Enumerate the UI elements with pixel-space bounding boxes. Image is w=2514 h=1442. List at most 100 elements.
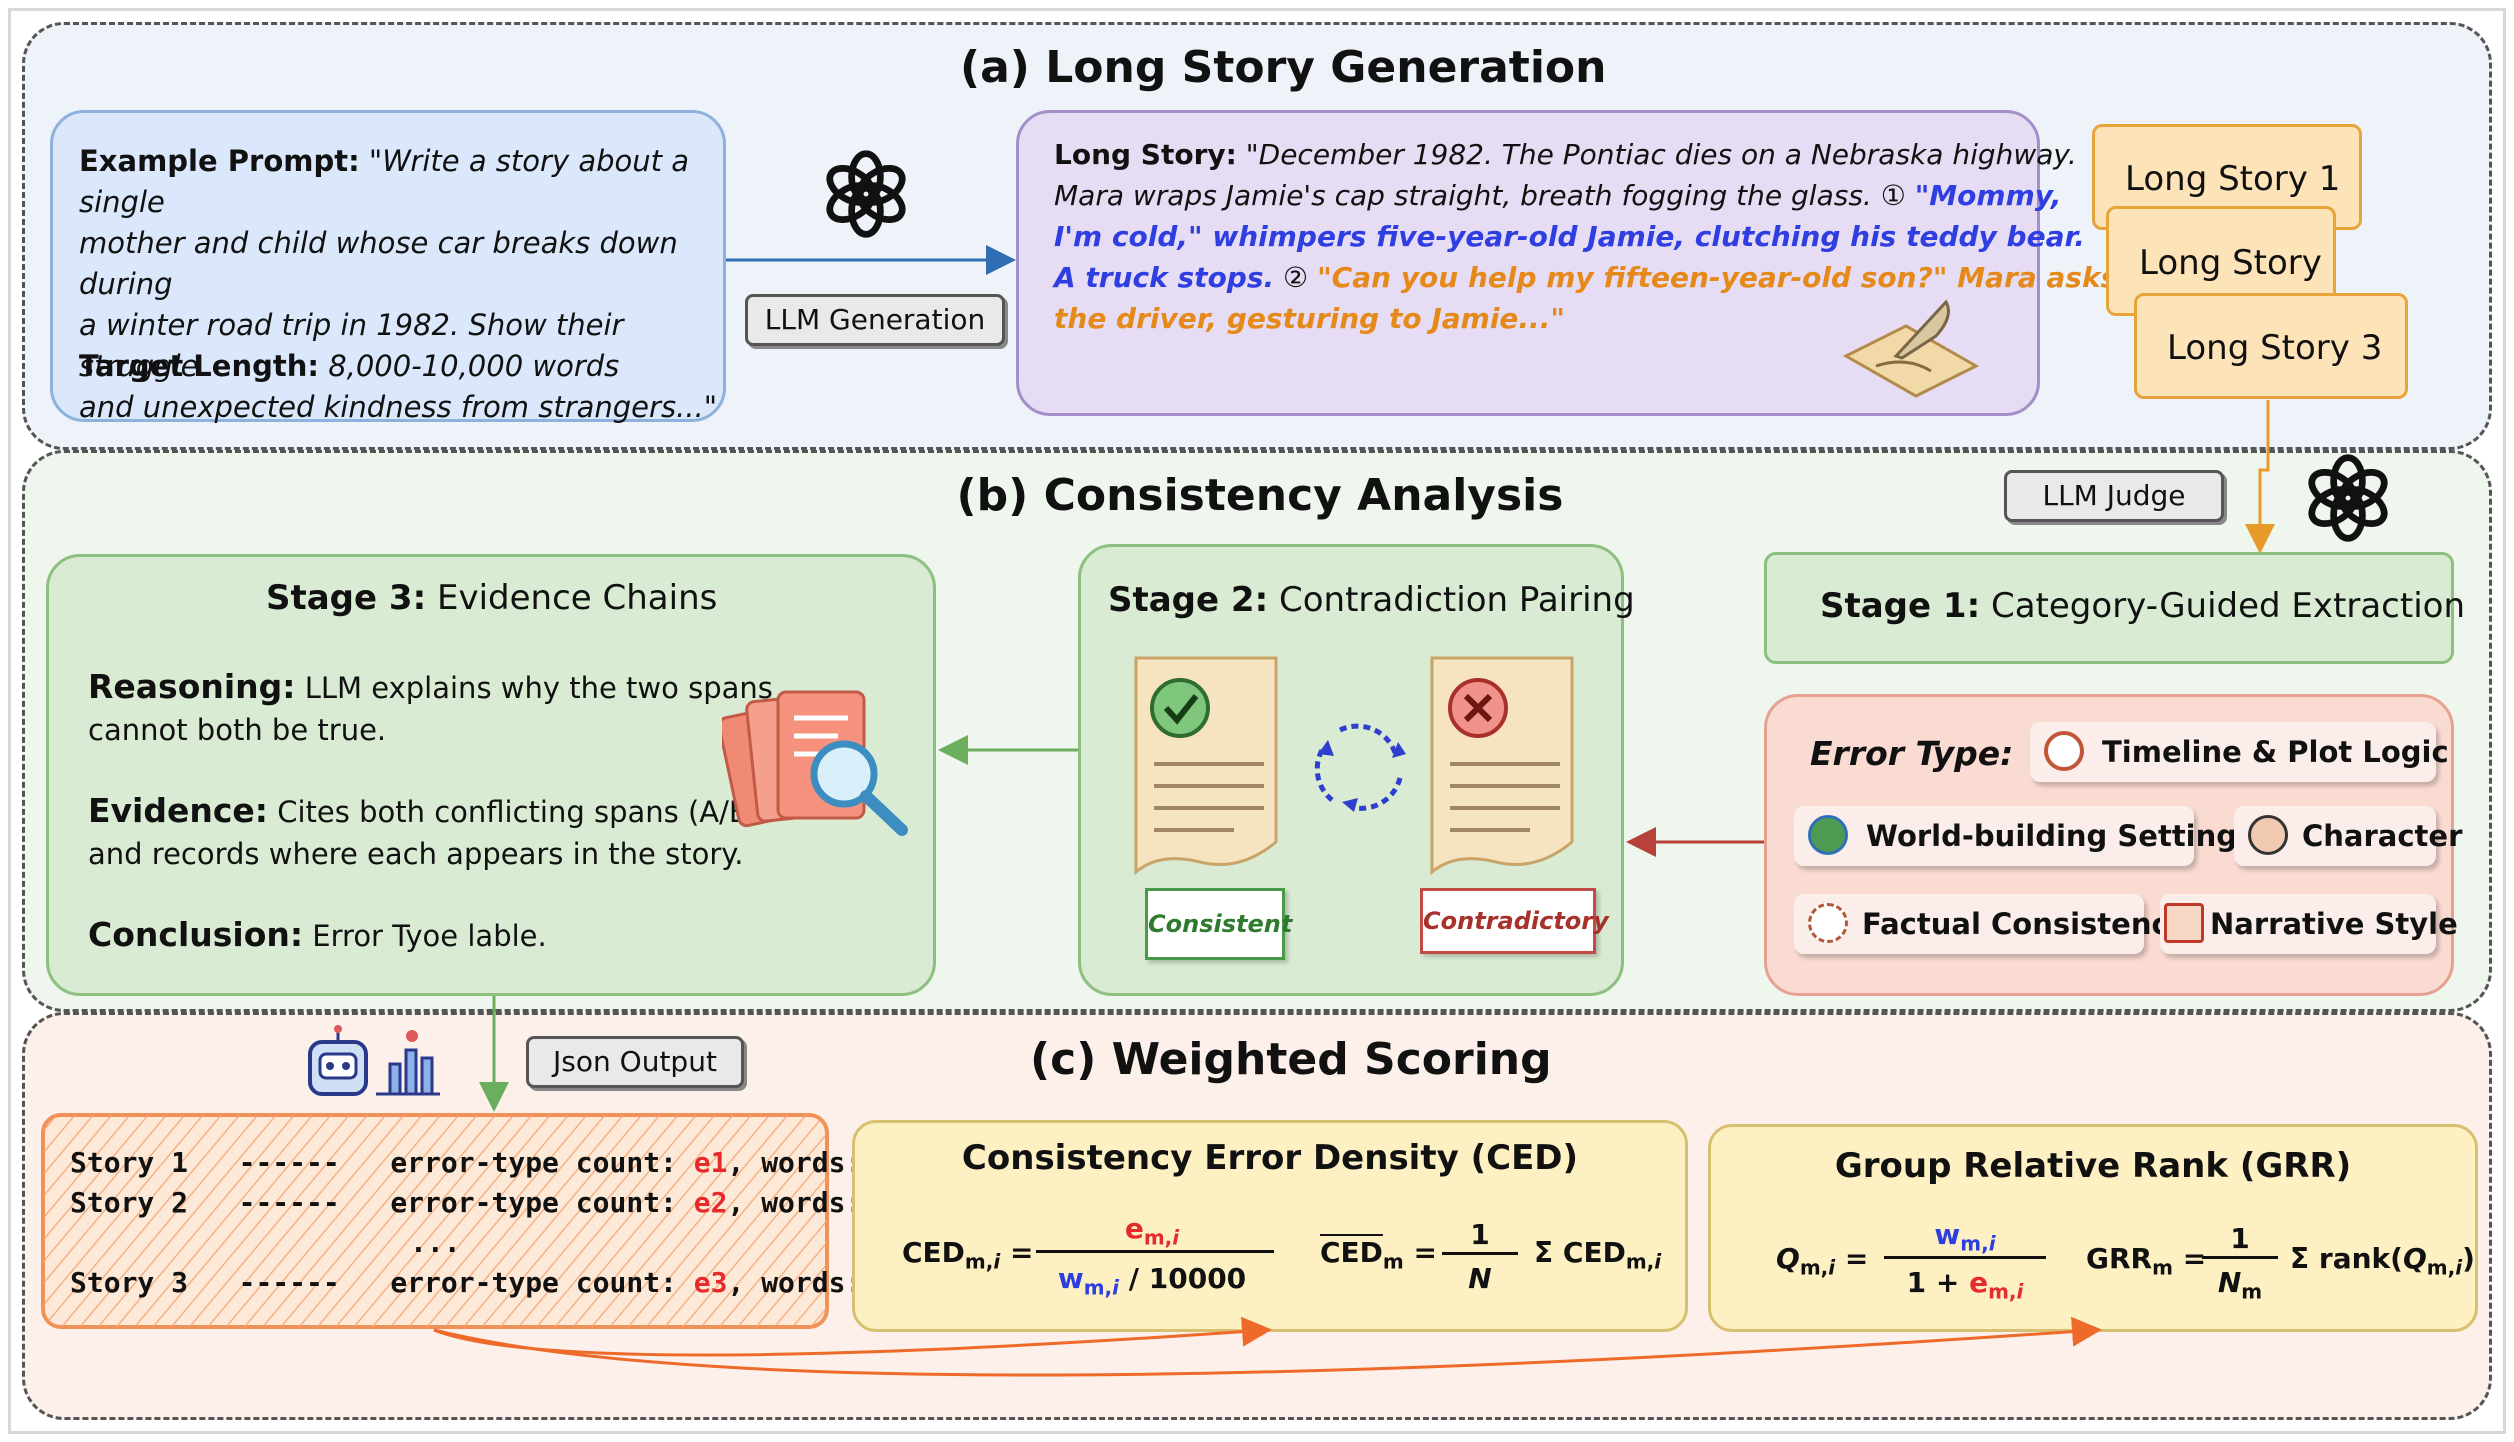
grr-sum-symbol: Σ xyxy=(2290,1242,2310,1275)
arrow-stories-to-stage1 xyxy=(2245,400,2275,554)
section-c-title: (c) Weighted Scoring xyxy=(1030,1034,1552,1085)
atom-icon xyxy=(1808,903,1848,943)
reasoning-text-1: LLM explains why the two spans xyxy=(295,671,773,705)
globe-icon xyxy=(1808,815,1848,855)
error-type-factual: Factual Consistency xyxy=(1794,894,2188,954)
row-1-story: Story 1 xyxy=(70,1146,189,1179)
row-2-count-label: error-type count: xyxy=(390,1186,677,1219)
contradictory-document-icon xyxy=(1430,656,1574,876)
story-quote-1c: five-year-old Jamie, xyxy=(1376,220,1686,253)
arrow-json-to-ced xyxy=(433,1316,1272,1357)
ced-mean-den: N xyxy=(1468,1262,1492,1295)
row-1-count: e1 xyxy=(693,1146,728,1179)
grr-q-lhs: Qm,i = xyxy=(1776,1242,1869,1280)
story-quote-2a: "Can you help my xyxy=(1317,261,1604,294)
ced-box xyxy=(852,1120,1688,1332)
ced-mean-num: 1 xyxy=(1470,1218,1490,1251)
reasoning-text-2: cannot both be true. xyxy=(88,713,387,747)
story-quote-2d: the driver, gesturing to Jamie..." xyxy=(1054,302,1565,335)
error-type-factual-label: Factual Consistency xyxy=(1862,907,2188,941)
prompt-line-3: a winter road trip in 1982. Show their s… xyxy=(79,308,624,383)
story-quote-1d: clutching his teddy bear. xyxy=(1685,220,2085,253)
row-2-story: Story 2 xyxy=(70,1186,189,1219)
error-type-world-building-label: World-building Setting xyxy=(1866,819,2238,853)
ced-formula-num: em,i xyxy=(1124,1212,1180,1250)
grr-den: Nm xyxy=(2217,1266,2263,1304)
stage-1-label: Stage 1: xyxy=(1820,586,1981,626)
evidence-text-1: Cites both conflicting spans (A/B) xyxy=(268,795,761,829)
long-story-label: Long Story: xyxy=(1054,138,1237,171)
row-3-story: Story 3 xyxy=(70,1266,189,1299)
error-type-character: Character xyxy=(2234,806,2462,866)
row-3-words-label: words: xyxy=(761,1266,863,1299)
grr-rank-label: rank( xyxy=(2318,1242,2403,1275)
llm-generation-tag: LLM Generation xyxy=(745,294,1005,346)
row-2-dash: ------ xyxy=(238,1186,340,1219)
grr-num: 1 xyxy=(2230,1222,2250,1255)
ced-formula-den: wm,i / 10000 xyxy=(1057,1262,1247,1300)
documents-magnifier-icon xyxy=(722,690,908,836)
error-type-world-building: World-building Setting xyxy=(1794,806,2237,866)
llm-judge-tag: LLM Judge xyxy=(2004,470,2224,522)
grr-q-num: wm,i xyxy=(1934,1218,1996,1256)
row-3-count-label: error-type count: xyxy=(390,1266,677,1299)
robot-chart-icon xyxy=(308,1025,440,1096)
figure-frame xyxy=(8,8,2506,1434)
example-prompt-box: Example Prompt: "Write a story about a s… xyxy=(50,110,726,424)
long-story-text: Long Story: "December 1982. The Pontiac … xyxy=(1054,134,2117,339)
ced-mean-lhs: CEDm = xyxy=(1320,1236,1437,1274)
ced-fraction-bar xyxy=(1036,1250,1274,1253)
target-length-value: 8,000-10,000 words xyxy=(328,349,620,383)
grr-sum: Σ rank(Qm,i) xyxy=(2290,1242,2475,1280)
stage-3-title: Evidence Chains xyxy=(426,578,718,618)
error-type-character-label: Character xyxy=(2302,819,2463,853)
stage-1-title: Category-Guided Extraction xyxy=(1980,586,2466,626)
stage-1-box xyxy=(1764,552,2454,664)
prompt-line-4: and unexpected kindness from strangers..… xyxy=(79,390,718,424)
row-2-words-label: words: xyxy=(761,1186,863,1219)
consistent-label: Consistent xyxy=(1145,888,1292,960)
row-3-dash: ------ xyxy=(238,1266,340,1299)
ced-mean-bar xyxy=(1442,1252,1518,1255)
story-quote-1e: A truck stops. xyxy=(1054,261,1275,294)
person-icon xyxy=(2248,815,2288,855)
story-quote-2b: fifteen-year-old son? xyxy=(1603,261,1933,294)
openai-logo-icon xyxy=(826,150,906,238)
row-2-count: e2 xyxy=(693,1186,728,1219)
ced-denominator-const: / 10000 xyxy=(1128,1262,1247,1295)
story-quote-2c: " Mara asks xyxy=(1932,261,2118,294)
contradictory-label: Contradictory xyxy=(1420,888,1609,954)
conclusion-label: Conclusion: xyxy=(88,915,304,954)
prompt-line-1: "Write a story about a single xyxy=(79,144,689,219)
cycle-arrows-icon xyxy=(1314,723,1406,812)
stage-2-title: Contradiction Pairing xyxy=(1268,580,1635,620)
arrow-json-to-grr xyxy=(433,1316,2102,1377)
story-marker-2: ② xyxy=(1274,261,1318,294)
long-story-card-3: Long Story 3 xyxy=(2134,293,2408,399)
error-type-narrative-label: Narrative Style xyxy=(2210,907,2458,941)
ced-sum-symbol: Σ xyxy=(1534,1236,1554,1269)
story-line-1: "December 1982. The Pontiac dies on a Ne… xyxy=(1245,138,2077,171)
stage-2-label: Stage 2: xyxy=(1108,580,1269,620)
error-type-timeline: Timeline & Plot Logic xyxy=(2030,722,2449,782)
grr-q-bar xyxy=(1884,1256,2046,1259)
consistent-document-icon xyxy=(1134,656,1278,876)
row-1-count-label: error-type count: xyxy=(390,1146,677,1179)
conclusion-text: Error Tyoe lable. xyxy=(303,919,547,953)
error-type-label: Error Type: xyxy=(1810,734,2014,773)
evidence-text-2: and records where each appears in the st… xyxy=(88,837,744,871)
json-ellipsis: ... xyxy=(410,1226,461,1259)
json-output-hatched-box xyxy=(41,1113,829,1329)
row-1-dash: ------ xyxy=(238,1146,340,1179)
grr-lhs: GRRm = xyxy=(2086,1242,2207,1280)
grr-box xyxy=(1708,1124,2478,1332)
openai-logo-icon-judge xyxy=(2308,454,2388,542)
grr-bar xyxy=(2202,1256,2278,1259)
error-type-timeline-label: Timeline & Plot Logic xyxy=(2102,735,2449,769)
book-icon xyxy=(2164,903,2204,943)
section-b-title: (b) Consistency Analysis xyxy=(956,470,1564,521)
grr-q-den: 1 + em,i xyxy=(1906,1266,2024,1304)
ced-title: Consistency Error Density (CED) xyxy=(961,1138,1579,1178)
row-1-words-label: words: xyxy=(761,1146,863,1179)
